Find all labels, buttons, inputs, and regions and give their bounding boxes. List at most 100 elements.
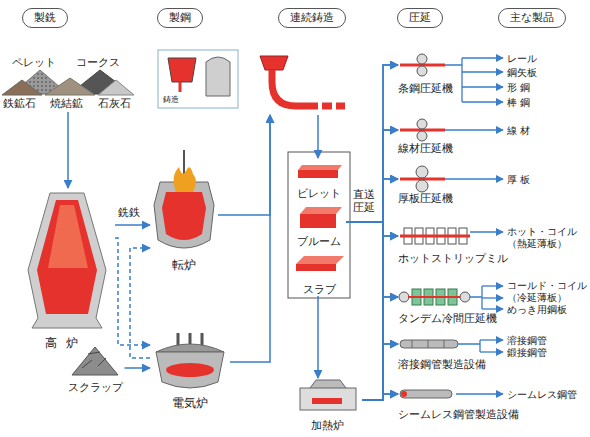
electric-furnace-box: 電気炉 bbox=[150, 330, 230, 410]
semi-product-group bbox=[288, 152, 350, 298]
flow-arrow bbox=[115, 224, 150, 226]
slab-box: スラブ bbox=[292, 252, 346, 296]
flow-arrow bbox=[346, 222, 398, 236]
electric-furnace bbox=[166, 363, 214, 377]
reheating-furnace bbox=[310, 380, 346, 388]
reheating-furnace bbox=[312, 398, 342, 404]
node-text: 高炉 bbox=[45, 336, 88, 350]
electric-furnace bbox=[156, 352, 224, 388]
tandem-cold-mill bbox=[399, 292, 409, 302]
reheating-furnace bbox=[300, 388, 356, 410]
rolling-mill bbox=[417, 66, 427, 76]
edge-label: 銑鉄 bbox=[118, 207, 140, 220]
continuous-caster bbox=[272, 70, 318, 106]
product-arrow bbox=[470, 286, 482, 309]
product-arrow bbox=[445, 129, 503, 130]
material-label: 焼結鉱 bbox=[50, 97, 83, 110]
rolling-mill bbox=[417, 131, 427, 141]
casting-inset bbox=[158, 50, 238, 108]
product-label: めっき用鋼板 bbox=[507, 304, 567, 315]
welded-pipe-line bbox=[400, 340, 458, 348]
raw-material-piles bbox=[45, 78, 95, 95]
node-text: 溶接鋼管製造設備 bbox=[398, 358, 486, 371]
casting-inset bbox=[179, 82, 182, 92]
node-text: 鋳造 bbox=[163, 95, 179, 105]
flow-arrow bbox=[218, 115, 270, 215]
node-text: スクラップ bbox=[68, 381, 123, 394]
welded-pipe-line bbox=[412, 340, 444, 348]
stage-header: 連続鋳造 bbox=[278, 8, 346, 28]
flow-arrow bbox=[362, 297, 398, 400]
casting-inset bbox=[168, 58, 196, 82]
product-arrow bbox=[445, 58, 462, 102]
converter-box: 転炉 bbox=[150, 160, 218, 272]
reheating-furnace bbox=[300, 380, 356, 410]
material-label: コークス bbox=[76, 56, 120, 69]
flow-arrow bbox=[346, 65, 398, 222]
product-label: ホット・コイル bbox=[507, 226, 577, 237]
semi-product-group bbox=[300, 207, 342, 214]
product-label: 線 材 bbox=[507, 125, 530, 136]
tandem-cold-mill bbox=[408, 296, 462, 298]
node-text: スラブ bbox=[303, 283, 336, 296]
casting-box: 鋳造 bbox=[155, 45, 345, 115]
billet-box: ビレット bbox=[292, 158, 346, 200]
raw-material-piles bbox=[98, 80, 134, 95]
bloom-box: ブルーム bbox=[292, 204, 346, 248]
stage-header: 製銑 bbox=[22, 8, 68, 28]
blast-furnace bbox=[28, 193, 106, 328]
mill-box: シームレス鋼管製造設備 bbox=[398, 385, 523, 421]
hot-strip-mill bbox=[400, 235, 470, 238]
scrap-pile bbox=[82, 352, 106, 368]
product-arrow bbox=[462, 86, 503, 87]
casting-inset bbox=[158, 50, 238, 108]
semi-product-group bbox=[296, 264, 336, 271]
electric-furnace bbox=[156, 333, 224, 388]
node-text: ブルーム bbox=[297, 235, 341, 248]
continuous-caster bbox=[322, 103, 345, 110]
flow-arrow bbox=[346, 130, 398, 222]
mill-box: タンデム冷間圧延機 bbox=[398, 283, 501, 325]
seamless-pipe-line bbox=[400, 390, 452, 398]
seamless-pipe-line bbox=[400, 390, 452, 398]
continuous-caster bbox=[260, 56, 288, 70]
flow-arrow bbox=[317, 296, 319, 378]
scrap-pile bbox=[72, 347, 118, 375]
flow-arrow bbox=[362, 394, 398, 400]
material-label: 石灰石 bbox=[98, 97, 131, 110]
product-label: シームレス鋼管 bbox=[507, 389, 577, 400]
node-text: 転炉 bbox=[172, 258, 196, 272]
converter bbox=[162, 192, 206, 240]
rolling-mill bbox=[417, 119, 427, 129]
node-text: 主な製品 bbox=[510, 11, 554, 24]
converter bbox=[154, 150, 214, 248]
material-label: 鉄鉱石 bbox=[3, 97, 36, 110]
flow-arrow bbox=[346, 179, 398, 222]
stage-header: 製鋼 bbox=[157, 8, 203, 28]
product-arrow bbox=[445, 178, 503, 179]
scrap-pile bbox=[72, 347, 118, 375]
node-text: 条鋼圧延機 bbox=[398, 82, 453, 95]
product-arrow bbox=[482, 308, 503, 309]
tandem-cold-mill bbox=[460, 292, 470, 302]
product-arrow bbox=[458, 340, 480, 352]
tandem-cold-mill bbox=[399, 289, 470, 305]
product-arrow bbox=[462, 71, 503, 72]
product-arrow bbox=[445, 58, 503, 394]
product-label: （冷延薄板） bbox=[507, 292, 567, 303]
flow-arrow bbox=[346, 222, 398, 344]
node-text: 線材圧延機 bbox=[398, 142, 453, 155]
mill-box: 溶接鋼管製造設備 bbox=[398, 335, 498, 371]
node-text: 圧延 bbox=[409, 11, 431, 24]
electric-furnace bbox=[156, 344, 224, 352]
hot-strip-mill bbox=[400, 228, 470, 244]
node-text: 電気炉 bbox=[172, 396, 208, 410]
mill-box: 線材圧延機 bbox=[398, 120, 498, 155]
product-label: 形 鋼 bbox=[507, 82, 530, 93]
raw-material-piles bbox=[2, 70, 134, 95]
stage-header: 主な製品 bbox=[498, 8, 566, 28]
product-arrow bbox=[456, 393, 503, 394]
semi-product-group bbox=[296, 256, 344, 264]
product-arrow bbox=[482, 285, 503, 286]
